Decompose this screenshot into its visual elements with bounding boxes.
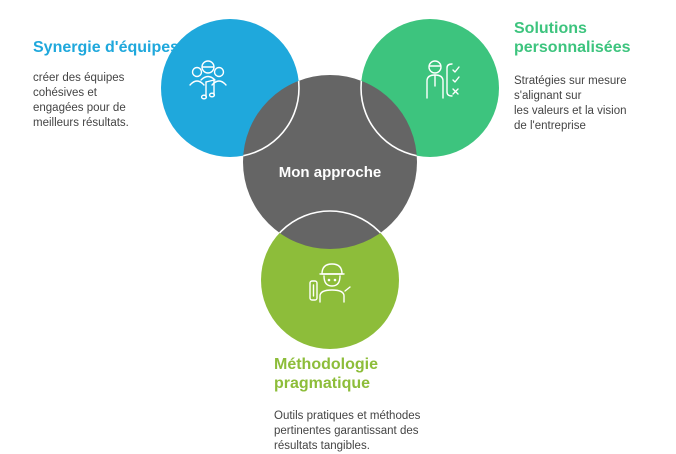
- team-music-icon: [189, 60, 227, 100]
- methodo-title: Méthodologie pragmatique: [274, 356, 378, 392]
- center-label: Mon approche: [279, 164, 382, 181]
- solutions-description: Stratégies sur mesure s'alignant sur les…: [514, 75, 627, 132]
- methodo-label-block: Méthodologie pragmatique Outils pratique…: [274, 355, 474, 454]
- synergie-label-block: Synergie d'équipes créer des équipes coh…: [33, 38, 183, 131]
- worker-tools-icon: [309, 263, 351, 303]
- solutions-title: Solutions personnalisées: [514, 20, 631, 56]
- circle-center: [243, 75, 417, 249]
- synergie-description: créer des équipes cohésives et engagées …: [33, 72, 129, 129]
- person-checklist-icon: [426, 60, 460, 99]
- synergie-title: Synergie d'équipes: [33, 39, 180, 56]
- overlap-outlines: [243, 75, 417, 249]
- methodo-description: Outils pratiques et méthodes pertinentes…: [274, 410, 421, 452]
- solutions-label-block: Solutions personnalisées Stratégies sur …: [514, 19, 674, 134]
